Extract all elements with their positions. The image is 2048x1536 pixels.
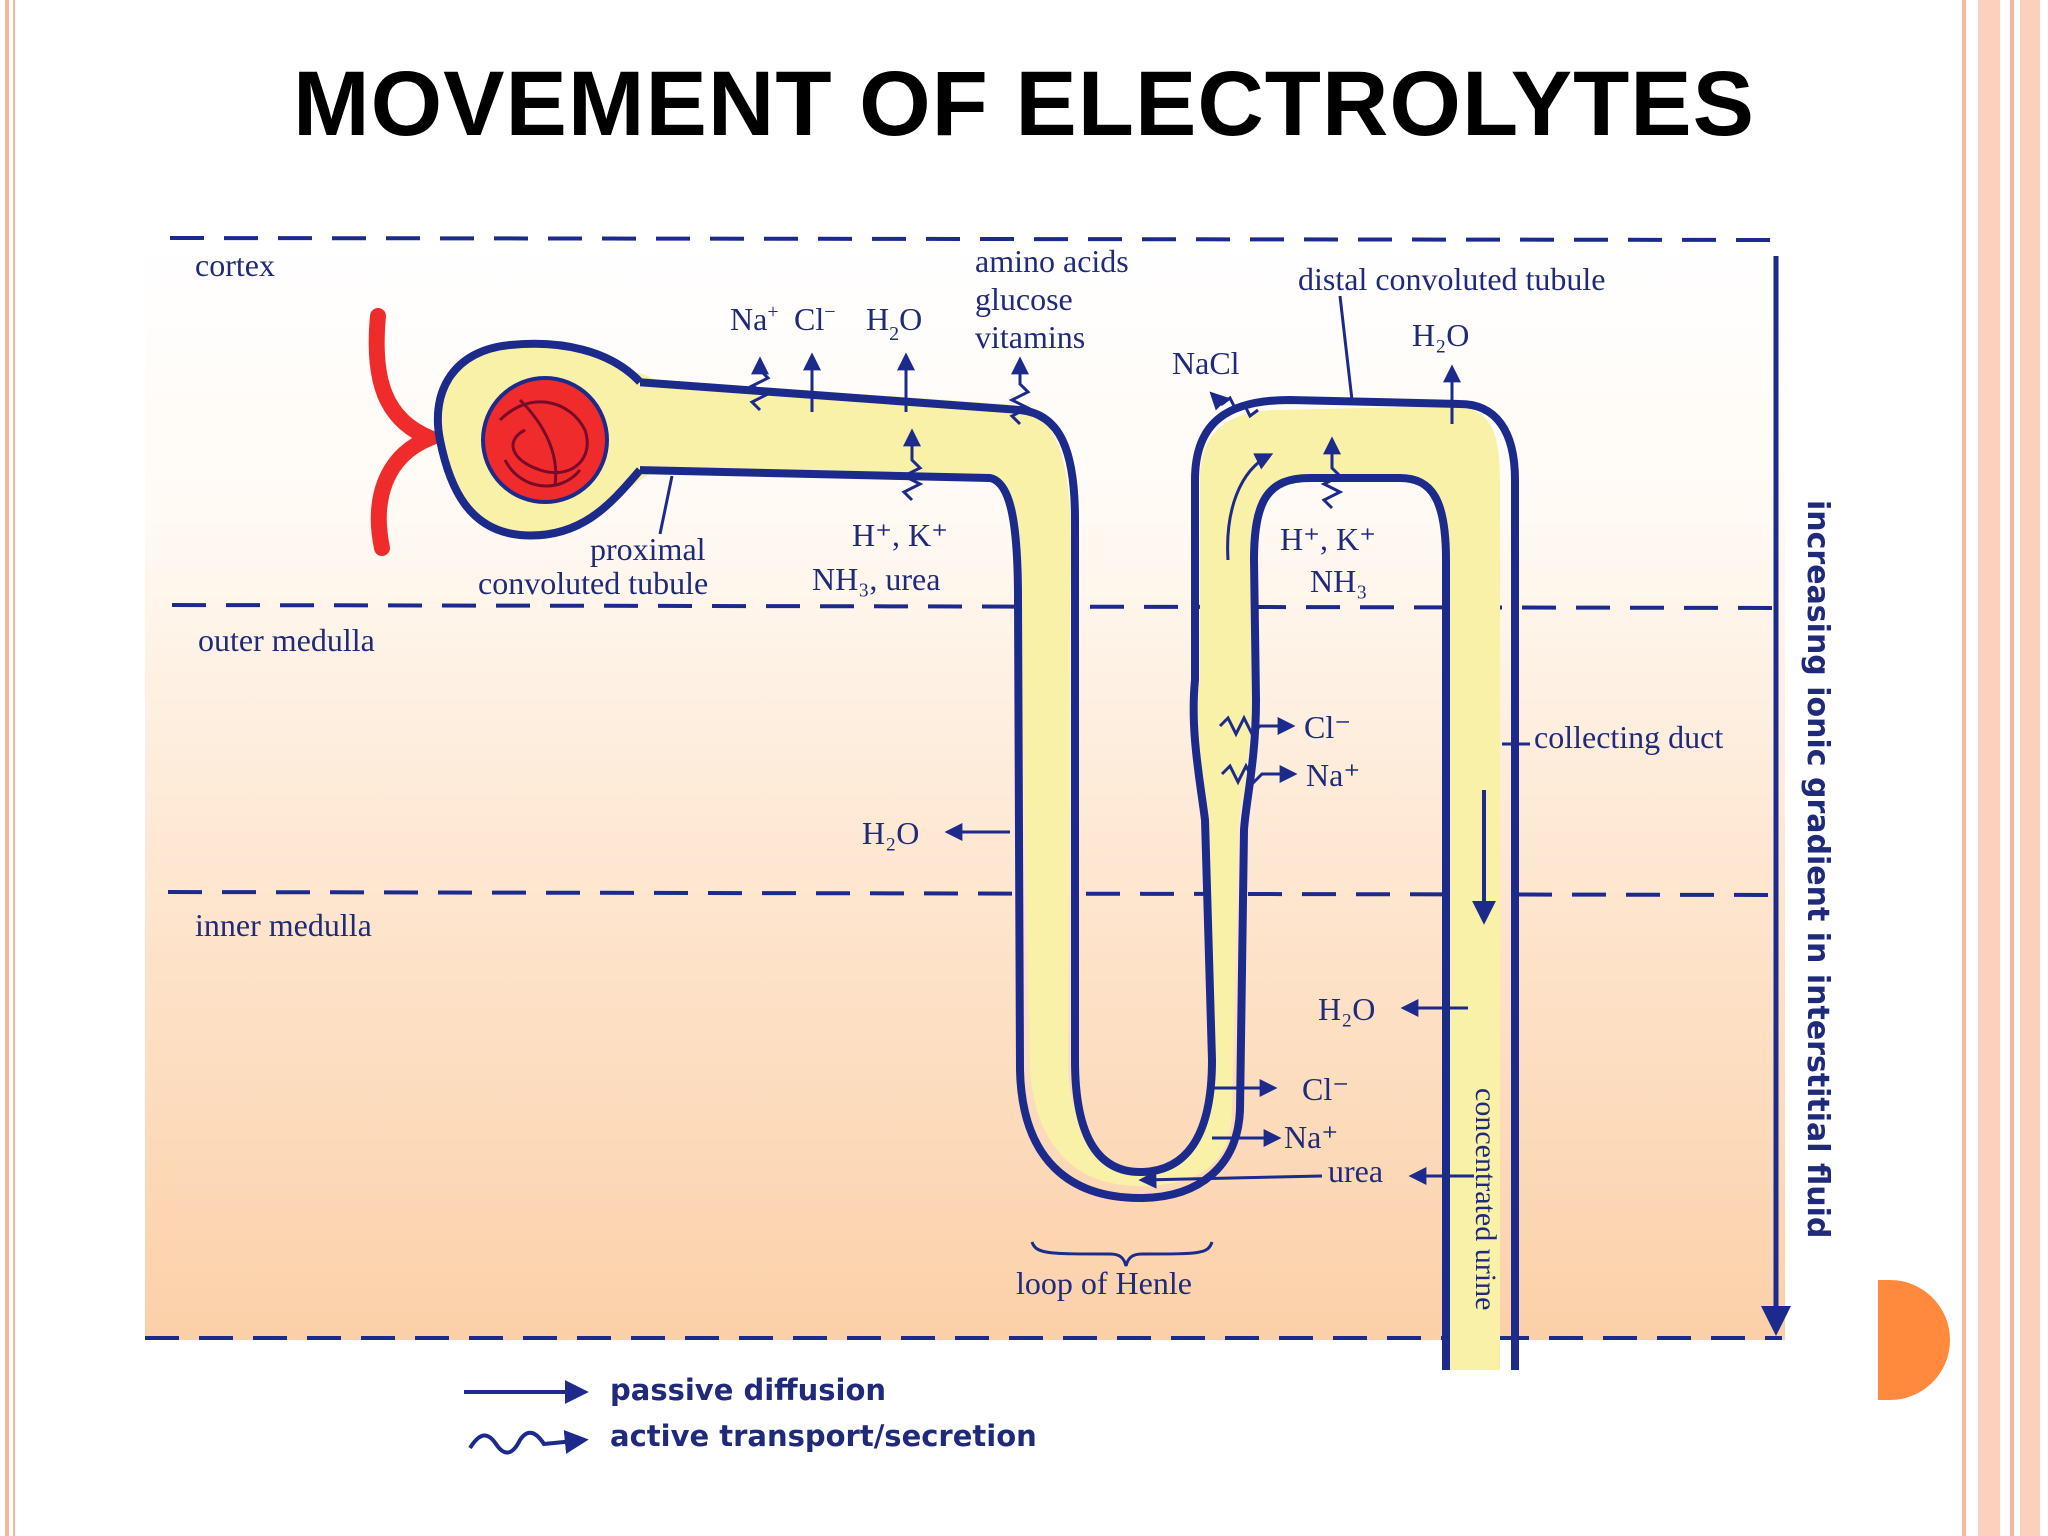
pct-nutrients-label-3: vitamins <box>975 319 1085 355</box>
slide-frame-right <box>1960 0 2048 1536</box>
descending-h2o-label: H₂O <box>862 815 919 851</box>
dct-h2o-label: H₂O <box>1412 317 1469 353</box>
pct-label-1: proximal <box>590 531 706 567</box>
thick-ascending-na-label: Na⁺ <box>1306 757 1360 793</box>
nephron-tubule <box>600 371 1500 1370</box>
dct-secretion-active-arrow <box>1320 436 1344 510</box>
pct-cl-label: Cl− <box>794 301 836 337</box>
thin-ascending-cl-label: Cl⁻ <box>1302 1071 1349 1107</box>
gradient-label: increasing ionic gradient in interstitia… <box>1800 500 1835 1238</box>
loop-urea-passive-arrow <box>1138 1170 1323 1189</box>
legend-active-symbol <box>468 1429 589 1455</box>
dct-label: distal convoluted tubule <box>1298 261 1606 297</box>
legend: passive diffusion active transport/secre… <box>464 1373 1037 1455</box>
dct-secretion-label-1: H⁺, K⁺ <box>1280 521 1376 557</box>
legend-passive-label: passive diffusion <box>610 1373 886 1407</box>
urine-label: concentrated urine <box>1469 1088 1502 1310</box>
dct-nacl-label: NaCl <box>1172 345 1240 381</box>
thick-ascending-na-active-arrow <box>1220 762 1298 786</box>
pct-na-label: Na+ <box>730 301 779 337</box>
zone-boundaries <box>145 236 1786 1340</box>
pct-nutrients-label-1: amino acids <box>975 243 1129 279</box>
cd-h2o-label: H₂O <box>1318 991 1375 1027</box>
ascending-flow-arrow <box>1226 453 1274 561</box>
tubule-outer-wall <box>635 378 1519 1370</box>
glomerulus-capillaries <box>498 398 589 488</box>
pct-leader-line <box>658 475 674 535</box>
slide-frame-left <box>0 0 20 1536</box>
dct-secretion-label-2: NH₃ <box>1310 563 1367 599</box>
tubule-inner-wall <box>635 466 1450 1370</box>
outer-medulla-label: outer medulla <box>198 622 375 658</box>
thick-ascending-cl-label: Cl⁻ <box>1304 709 1351 745</box>
legend-active-label: active transport/secretion <box>610 1419 1037 1453</box>
cortex-label: cortex <box>195 247 275 283</box>
pct-secretion-active-arrow <box>900 428 924 502</box>
pct-nutrients-active-arrow <box>1008 356 1032 426</box>
pct-label-2: convoluted tubule <box>478 565 708 601</box>
loop-bracket <box>1030 1241 1214 1267</box>
inner-medulla-label: inner medulla <box>195 907 372 943</box>
collecting-duct-label: collecting duct <box>1534 719 1723 755</box>
slide-title: MOVEMENT OF ELECTROLYTES <box>292 53 1756 155</box>
urea-label: urea <box>1328 1153 1383 1189</box>
pct-h2o-label: H2O <box>866 301 922 345</box>
pct-nutrients-label-2: glucose <box>975 281 1073 317</box>
thick-ascending-cl-active-arrow <box>1218 714 1296 738</box>
blood-vessel <box>368 308 452 556</box>
loop-label: loop of Henle <box>1016 1265 1192 1301</box>
pct-secretion-label-2: NH₃, urea <box>812 561 940 597</box>
pct-secretion-label-1: H⁺, K⁺ <box>852 517 948 553</box>
thin-ascending-na-label: Na⁺ <box>1284 1119 1338 1155</box>
pct-na-active-arrow <box>748 356 772 412</box>
dct-nacl-active-arrow <box>1209 391 1259 419</box>
dct-leader-line <box>1338 295 1354 401</box>
